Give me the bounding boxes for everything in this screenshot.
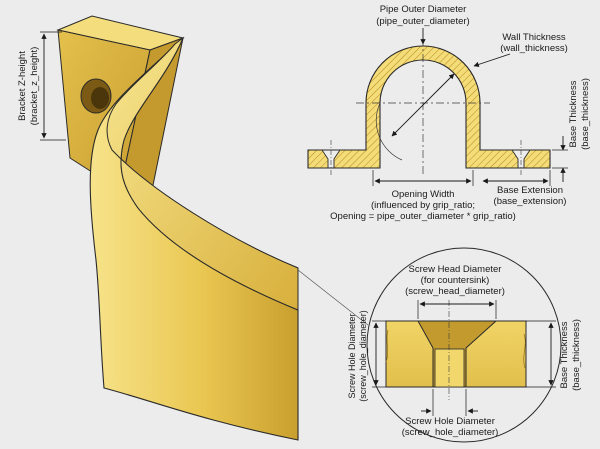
base-thickness-detail-param: (base_thickness) [571, 319, 582, 391]
pipe-outer-diameter-annotation: Pipe Outer Diameter (pipe_outer_diameter… [376, 4, 470, 137]
screw-head-diameter-param: (screw_head_diameter) [405, 286, 505, 297]
detail-leader-line [297, 269, 369, 326]
wall-thickness-param: (wall_thickness) [500, 43, 568, 54]
wall-thickness-annotation: Wall Thickness (wall_thickness) [473, 32, 568, 68]
screw-head-diameter-note: (for countersink) [421, 275, 490, 286]
base-thickness-detail-label: Base Thickness [559, 321, 570, 388]
bracket-3d-render [56, 15, 299, 441]
cross-section-view [307, 38, 551, 176]
base-thickness-top-label: Base Thickness [568, 80, 579, 147]
bracket-z-height-dimension: Bracket Z-height (bracket_z_height) [17, 31, 66, 141]
opening-width-note: (influenced by grip_ratio; [371, 200, 475, 211]
bracket-z-height-label: Bracket Z-height [17, 51, 28, 121]
screw-hole-diameter-bottom-label: Screw Hole Diameter [405, 416, 495, 427]
pipe-outer-diameter-label: Pipe Outer Diameter [380, 4, 467, 15]
screw-head-diameter-label: Screw Head Diameter [409, 264, 502, 275]
screw-hole-diameter-left-label: Screw Hole Diameter [347, 313, 357, 398]
pipe-outer-diameter-param: (pipe_outer_diameter) [376, 16, 469, 27]
bracket-z-height-param: (bracket_z_height) [29, 47, 40, 126]
right-countersink [511, 149, 531, 169]
opening-width-annotation: Opening Width (influenced by grip_ratio;… [330, 170, 516, 222]
section-body [307, 45, 551, 169]
wall-thickness-label: Wall Thickness [502, 32, 566, 43]
base-thickness-top-annotation: Base Thickness (base_thickness) [552, 78, 591, 182]
base-thickness-top-param: (base_thickness) [580, 78, 591, 150]
base-extension-param: (base_extension) [494, 196, 567, 207]
left-countersink [321, 149, 341, 169]
screw-detail-callout: Screw Head Diameter (for countersink) (s… [347, 247, 582, 443]
opening-width-label: Opening Width [392, 189, 455, 200]
screw-hole-diameter-bottom-param: (screw_hole_diameter) [402, 427, 499, 438]
base-extension-label: Base Extension [497, 185, 563, 196]
screw-hole-diameter-left-param: (screw_hole_diameter) [358, 310, 368, 402]
base-extension-annotation: Base Extension (base_extension) [482, 170, 567, 207]
opening-width-formula: Opening = pipe_outer_diameter * grip_rat… [330, 211, 516, 222]
